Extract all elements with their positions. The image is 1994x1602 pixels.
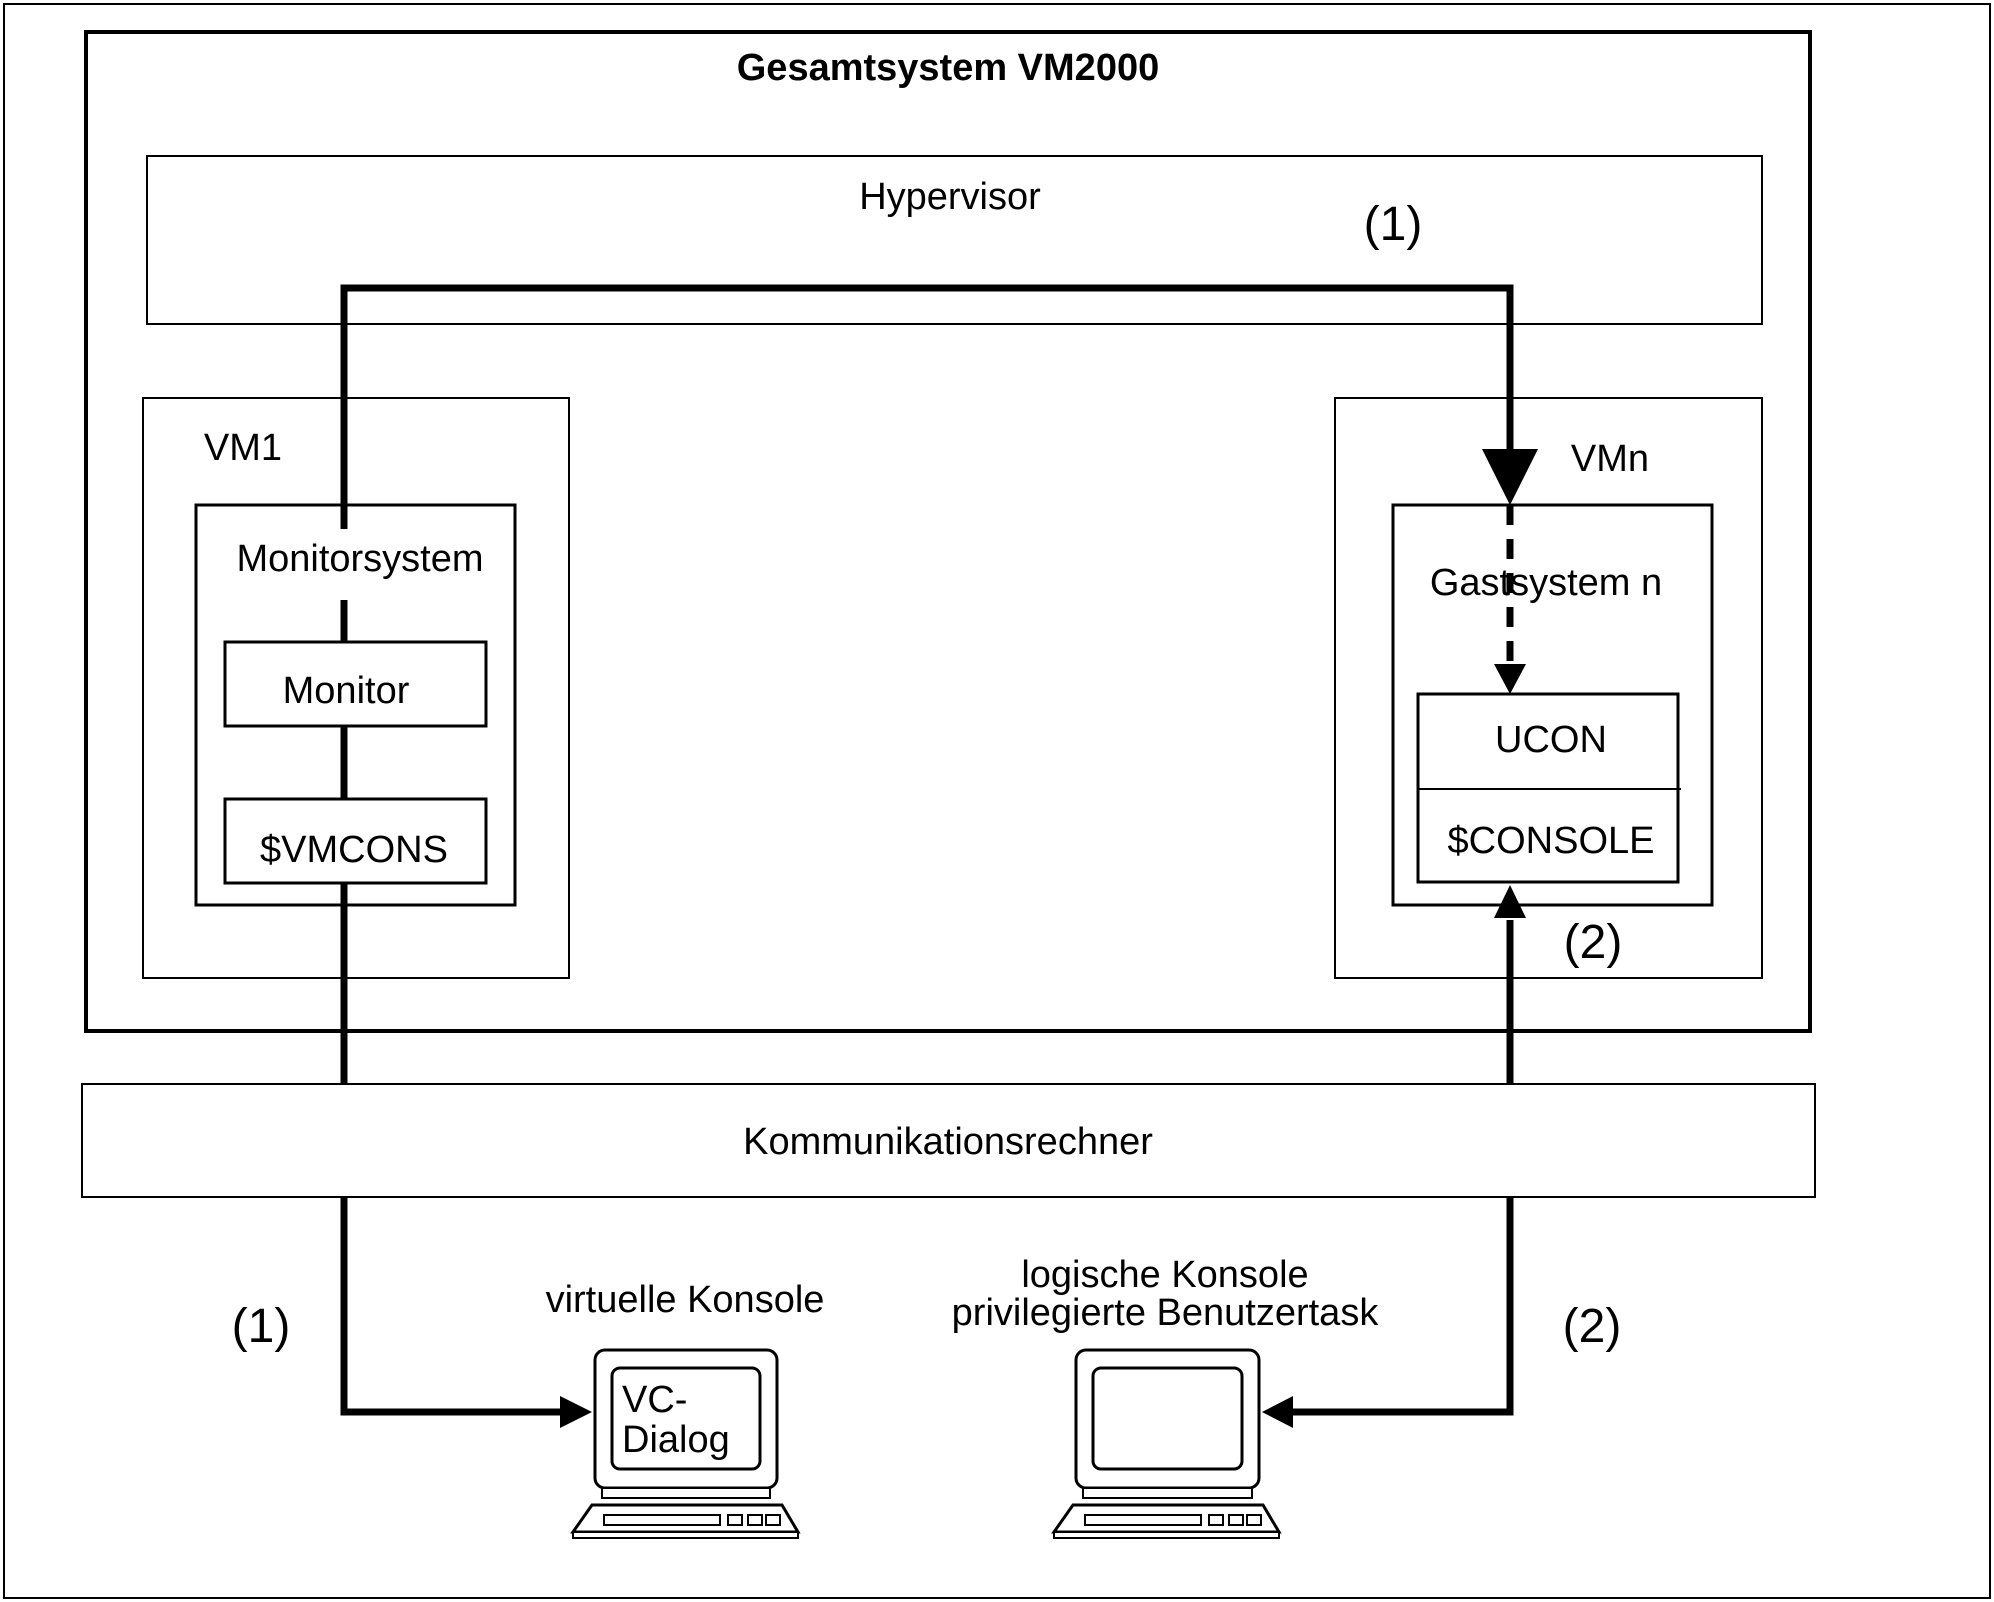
vc-screen-line2: Dialog [622,1419,730,1461]
console-label: $CONSOLE [1448,820,1655,862]
kommunikationsrechner-label: Kommunikationsrechner [743,1121,1153,1163]
virtual-console-terminal-icon [570,1348,801,1539]
logical-console-label: logische Konsole [1021,1254,1308,1296]
path1-dashed-arrowhead [1494,664,1526,694]
gastsystem-box [1391,503,1714,907]
path1-label-bottom: (1) [232,1300,291,1353]
vmn-box [1334,397,1763,979]
path2-bottom-arrowhead [1262,1396,1293,1428]
ucon-label: UCON [1495,719,1607,761]
path1-bottom-connector [340,1197,563,1416]
gastsystem-label: Gastsystem n [1430,562,1662,604]
path2-bottom-connector [1290,1197,1514,1416]
monitorsystem-box [194,503,517,907]
logical-console-terminal-icon [1051,1348,1282,1539]
vmcons-box [223,797,488,885]
hypervisor-label: Hypervisor [859,176,1041,218]
vm1-label: VM1 [204,427,282,469]
path1-label-top: (1) [1364,198,1423,251]
kommunikationsrechner-box [81,1083,1816,1198]
path2-arrowhead-up [1494,885,1526,918]
vmcons-label: $VMCONS [260,829,448,871]
vc-screen-line1: VC- [622,1379,687,1421]
virtual-console-label: virtuelle Konsole [546,1279,825,1321]
vm1-box [142,397,570,979]
diagram-title: Gesamtsystem VM2000 [737,47,1159,89]
hypervisor-box [146,155,1763,325]
monitor-box [223,640,488,728]
monitorsystem-label: Monitorsystem [236,538,483,580]
monitor-label: Monitor [283,670,410,712]
path2-label-upper: (2) [1564,916,1623,969]
privileged-task-label: privilegierte Benutzertask [952,1292,1380,1334]
outer-frame [3,3,1991,1599]
path1-top-connector [340,284,1538,529]
path1-bottom-arrowhead [560,1396,592,1428]
path2-label-bottom: (2) [1563,1300,1622,1353]
vmn-label: VMn [1571,438,1649,480]
gesamtsystem-box [84,30,1812,1033]
